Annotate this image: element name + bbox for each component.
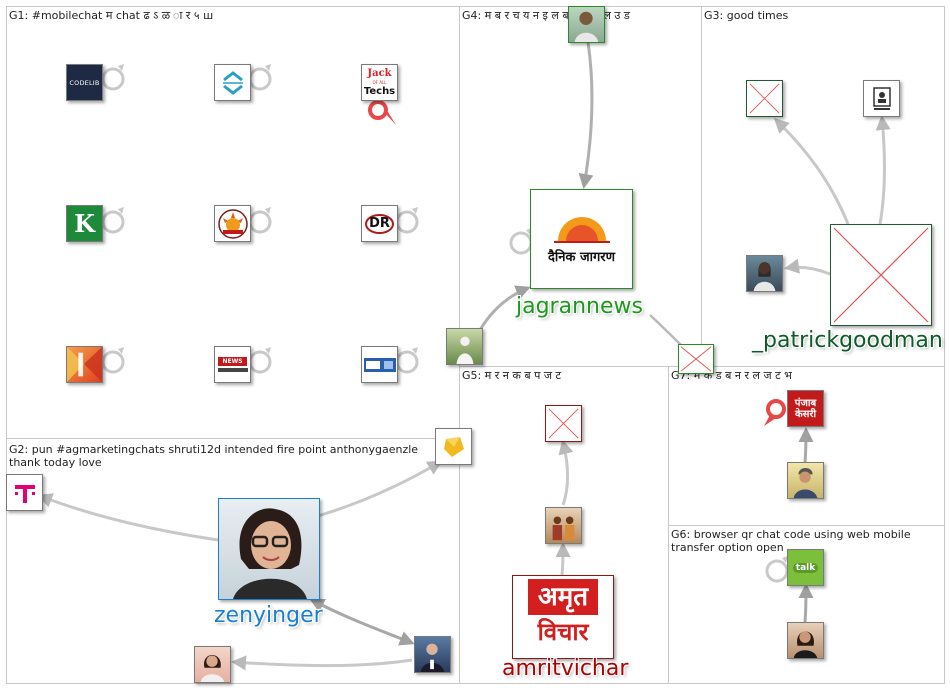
- person-avatar-icon: [420, 643, 445, 672]
- self-loop-icon: [101, 64, 125, 91]
- patrickgoodman-label: _patrickgoodman: [752, 328, 943, 353]
- group-g2-title: G2: pun #agmarketingchats shruti12d inte…: [9, 443, 419, 469]
- news-logo-bar: [217, 368, 248, 372]
- g3-missing-image-node[interactable]: [746, 80, 783, 117]
- person-avatar-icon: [793, 631, 818, 658]
- dainik-jagran-node[interactable]: दैनिक जागरण: [530, 189, 633, 289]
- jack-text: Jack: [367, 68, 392, 79]
- person-avatar-icon: [456, 336, 474, 364]
- person-avatar-icon: [200, 655, 225, 682]
- punjab-bottom-text: केसरी: [794, 408, 817, 420]
- sun-rise-icon: [553, 217, 610, 243]
- g3-book-logo-node[interactable]: [863, 80, 900, 117]
- jagrannews-label: jagrannews: [516, 294, 643, 319]
- t-logo-icon: [14, 484, 35, 503]
- blue-ticker-logo-node[interactable]: [361, 346, 398, 383]
- punjab-kesari-node[interactable]: पंजाब केसरी: [787, 390, 824, 427]
- person-avatar-icon: [753, 262, 776, 291]
- amrit-bottom-text: विचार: [537, 618, 589, 646]
- g5-people-node[interactable]: [545, 507, 582, 544]
- g4-top-person-node[interactable]: [568, 6, 605, 43]
- patrickgoodman-node[interactable]: [830, 224, 932, 326]
- g2-woman-node[interactable]: [194, 646, 231, 683]
- chevron-logo-node[interactable]: [214, 64, 251, 101]
- orange-k-logo-icon: [67, 347, 102, 382]
- g4-missing-image-node[interactable]: [678, 344, 714, 374]
- jack-of-all-techs-node[interactable]: Jack OF ALL Techs: [361, 64, 398, 101]
- group-g1-title: G1: #mobilechat म chat ढ ऽ ळ ा र ५ ш: [9, 9, 214, 22]
- self-loop-icon: [101, 347, 125, 374]
- red-pin-icon: [368, 100, 396, 125]
- of-all-text: OF ALL: [372, 80, 387, 85]
- dr-logo-node[interactable]: DR: [361, 205, 398, 242]
- techs-text: Techs: [363, 86, 396, 97]
- self-loop-icon: [101, 207, 125, 234]
- red-pin-icon: [764, 399, 786, 426]
- g5-missing-image-node[interactable]: [545, 405, 582, 442]
- talk-logo-node[interactable]: talk: [787, 549, 824, 586]
- chevron-logo-icon: [222, 70, 243, 95]
- group-g3-title: G3: good times: [704, 9, 789, 22]
- group-g5-title: G5: म र न क ब प ज ट: [462, 369, 562, 382]
- person-avatar-icon: [233, 508, 307, 599]
- amritvichar-node[interactable]: अमृत विचार: [512, 575, 614, 659]
- news-logo-text: NEWS: [218, 357, 247, 366]
- amrit-top-text: अमृत: [527, 579, 599, 615]
- zenyinger-node[interactable]: [218, 498, 320, 600]
- sun-logo-node[interactable]: [214, 205, 251, 242]
- gold-gem-icon: [443, 436, 464, 457]
- group-g6-title: G6: browser qr chat code using web mobil…: [671, 528, 911, 554]
- zenyinger-label: zenyinger: [214, 603, 323, 628]
- dr-logo-text: DR: [365, 213, 394, 234]
- k-logo-text: K: [74, 209, 95, 238]
- blue-ticker-logo-icon: [363, 357, 396, 372]
- gold-logo-node[interactable]: [435, 428, 472, 465]
- amritvichar-label: amritvichar: [502, 656, 629, 681]
- news-logo-node[interactable]: NEWS: [214, 346, 251, 383]
- g6-woman-node[interactable]: [787, 622, 824, 659]
- dainik-jagran-text: दैनिक जागरण: [547, 250, 616, 265]
- g4-bottom-left-person-node[interactable]: [446, 328, 483, 365]
- k-logo-node[interactable]: K: [66, 205, 103, 242]
- person-avatar-icon: [793, 467, 818, 498]
- codelib-logo-text: CODELIB: [69, 78, 100, 87]
- missing-image-icon: [833, 227, 929, 323]
- talk-logo-text: talk: [792, 562, 819, 573]
- book-logo-icon: [872, 86, 891, 110]
- missing-image-icon: [548, 408, 579, 439]
- codelib-logo-node[interactable]: CODELIB: [66, 64, 103, 101]
- missing-image-icon: [749, 83, 780, 114]
- g3-person-node[interactable]: [746, 255, 783, 292]
- sun-logo-icon: [217, 208, 248, 239]
- person-avatar-icon: [574, 11, 599, 42]
- t-logo-node[interactable]: [6, 474, 43, 511]
- orange-k-logo-node[interactable]: [66, 346, 103, 383]
- punjab-top-text: पंजाब: [794, 397, 817, 409]
- people-photo-icon: [552, 516, 575, 541]
- g2-man-node[interactable]: [414, 636, 451, 673]
- missing-image-icon: [680, 346, 712, 372]
- g7-man-node[interactable]: [787, 462, 824, 499]
